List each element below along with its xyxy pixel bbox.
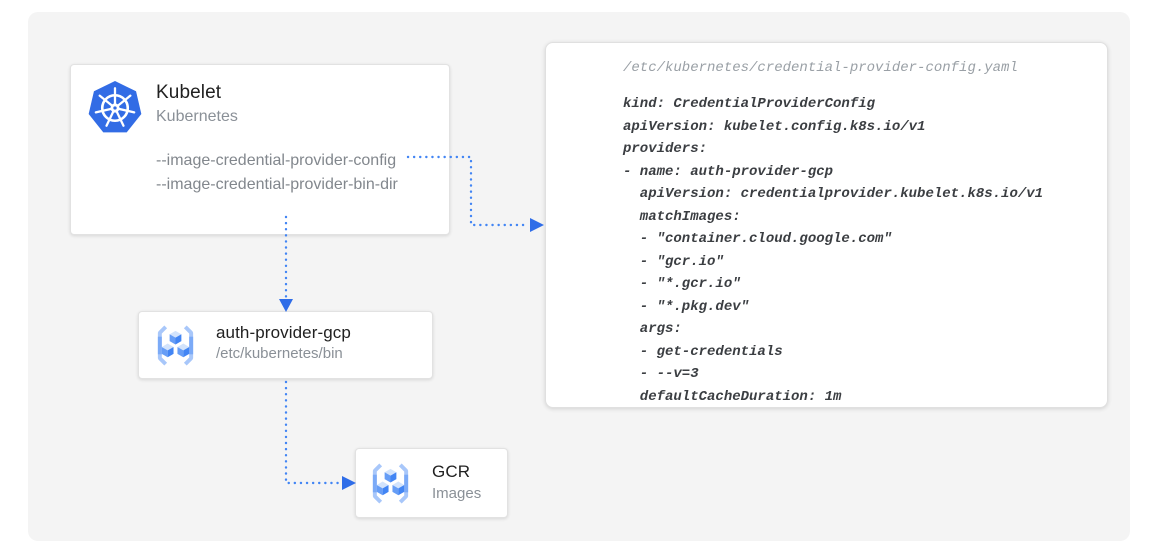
yaml-file-path: /etc/kubernetes/credential-provider-conf… [623,60,1018,76]
cube-top-center [169,330,182,345]
kubernetes-icon [88,81,142,133]
cube-bottom-right [392,481,405,496]
code-line: - "gcr.io" [623,253,724,270]
gcr-title: GCR [432,462,471,481]
flag-credential-provider-bin-dir: --image-credential-provider-bin-dir [156,176,398,193]
node-kubelet: Kubelet Kubernetes --image-credential-pr… [70,64,450,235]
code-line: - get-credentials [623,343,783,360]
code-line: apiVersion: kubelet.config.k8s.io/v1 [623,118,926,135]
code-line: apiVersion: credentialprovider.kubelet.k… [623,186,1044,202]
kubelet-flags: --image-credential-provider-config --ima… [156,149,398,197]
node-auth-provider-gcp: auth-provider-gcp /etc/kubernetes/bin [138,311,433,379]
flag-credential-provider-config: --image-credential-provider-config [156,152,397,169]
auth-provider-title: auth-provider-gcp [216,323,351,342]
code-line: defaultCacheDuration: 1m [623,388,842,405]
kubelet-subtitle: Kubernetes [156,108,238,125]
cube-bottom-right [177,343,190,358]
node-gcr: GCR Images [355,448,508,518]
kubelet-title: Kubelet [156,82,222,103]
cube-bottom-left [161,343,174,358]
code-line: - --v=3 [623,366,699,382]
yaml-code-block: kind: CredentialProviderConfig apiVersion… [623,93,1043,408]
code-line: kind: CredentialProviderConfig [623,96,876,112]
gcr-icon [157,325,194,366]
code-line: args: [623,321,682,337]
gcr-subtitle: Images [432,485,482,502]
yaml-config-panel: /etc/kubernetes/credential-provider-conf… [545,42,1108,408]
cube-top-center [384,468,397,483]
code-line: providers: [623,141,708,157]
code-line: - "container.cloud.google.com" [623,231,892,247]
code-line: matchImages: [623,208,741,225]
code-line: - name: auth-provider-gcp [623,163,834,180]
gcr-icon [372,463,409,504]
code-line: - "*.gcr.io" [623,276,741,292]
code-line: - "*.pkg.dev" [623,298,750,315]
cube-bottom-left [376,481,389,496]
auth-provider-path: /etc/kubernetes/bin [216,345,343,362]
